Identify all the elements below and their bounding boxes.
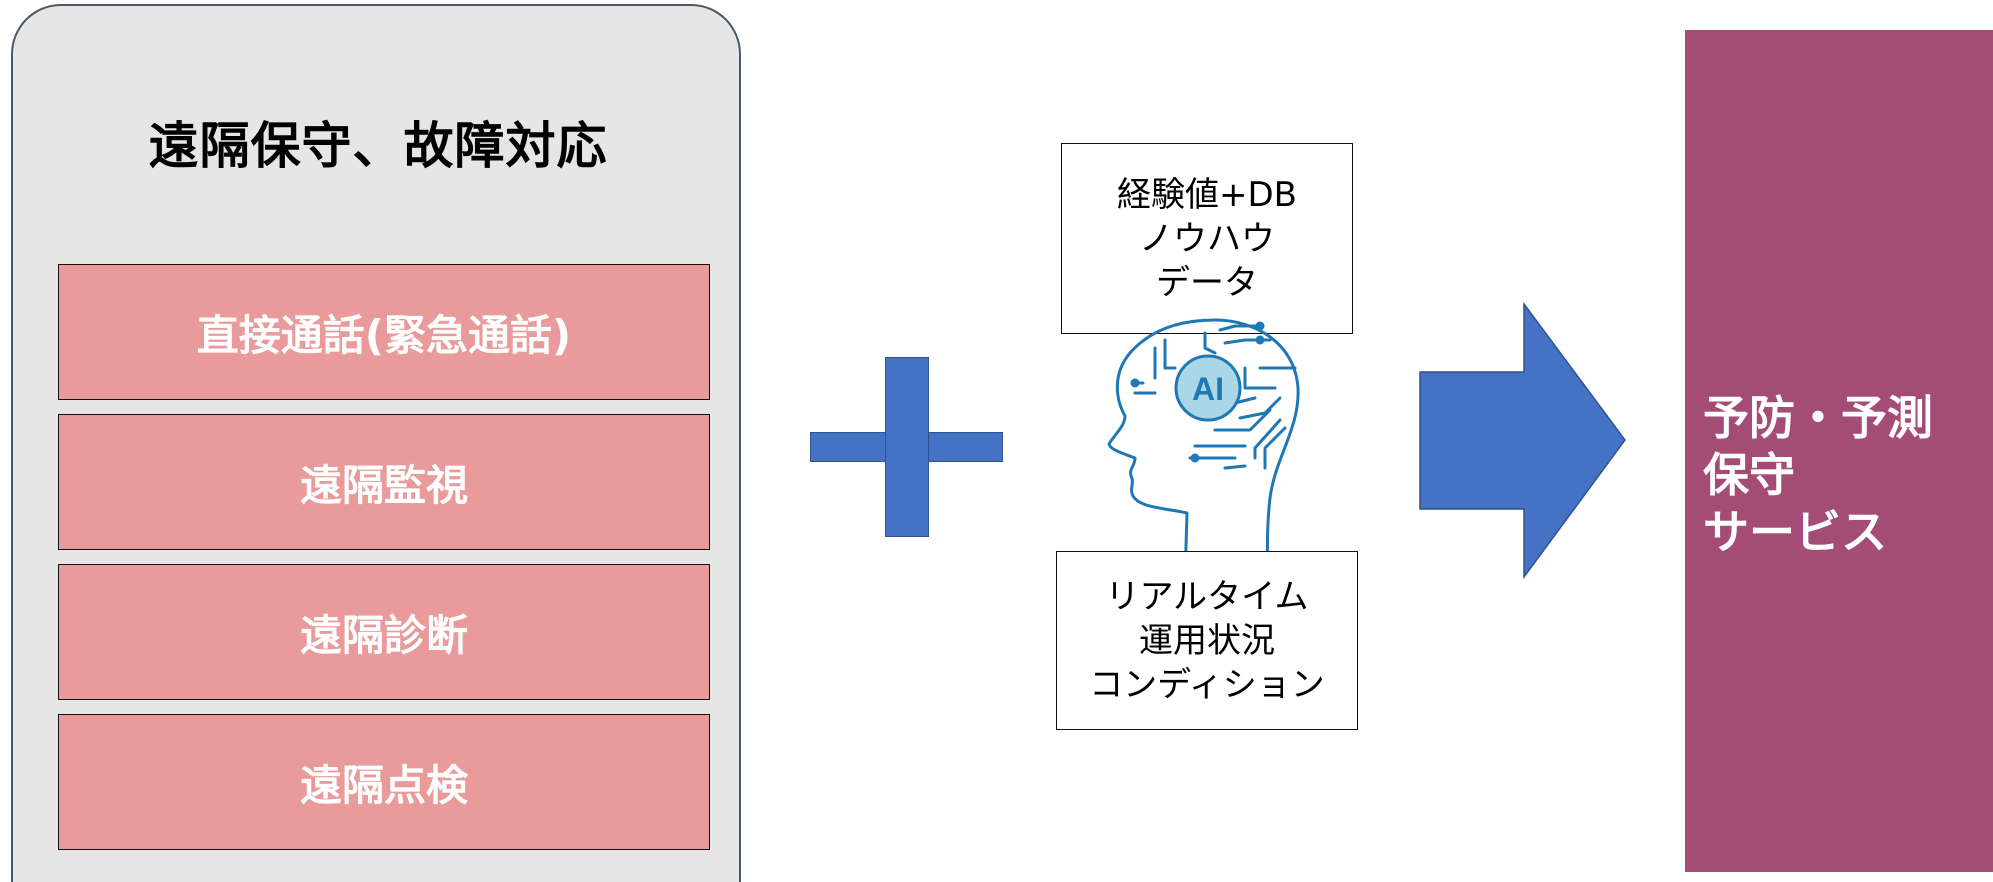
panel-title: 遠隔保守、故障対応: [148, 117, 608, 175]
right-arrow-icon: [1419, 302, 1626, 579]
service-direct-call: 直接通話(緊急通話): [58, 264, 710, 400]
experience-data-box: 経験値+DB ノウハウ データ: [1061, 143, 1353, 334]
ai-label: AI: [1192, 371, 1224, 407]
result-text: 予防・予測 保守 サービス: [1703, 390, 1933, 561]
result-line-3: サービス: [1703, 505, 1887, 559]
remote-maintenance-panel: 遠隔保守、故障対応 直接通話(緊急通話) 遠隔監視 遠隔診断 遠隔点検: [11, 4, 741, 882]
realtime-condition-box: リアルタイム 運用状況 コンディション: [1056, 551, 1358, 730]
service-remote-inspection: 遠隔点検: [58, 714, 710, 850]
realtime-line-3: コンディション: [1089, 664, 1325, 705]
service-remote-diagnosis: 遠隔診断: [58, 564, 710, 700]
experience-line-1: 経験値+DB: [1117, 174, 1297, 215]
result-line-2: 保守: [1703, 448, 1795, 502]
experience-line-3: データ: [1156, 262, 1258, 303]
experience-line-2: ノウハウ: [1139, 218, 1275, 259]
result-line-1: 予防・予測: [1703, 391, 1933, 445]
service-remote-monitoring: 遠隔監視: [58, 414, 710, 550]
realtime-line-1: リアルタイム: [1105, 576, 1309, 617]
realtime-line-2: 運用状況: [1139, 620, 1275, 661]
ai-head-icon: AI: [1107, 318, 1300, 580]
preventive-maintenance-box: 予防・予測 保守 サービス: [1685, 30, 1993, 872]
